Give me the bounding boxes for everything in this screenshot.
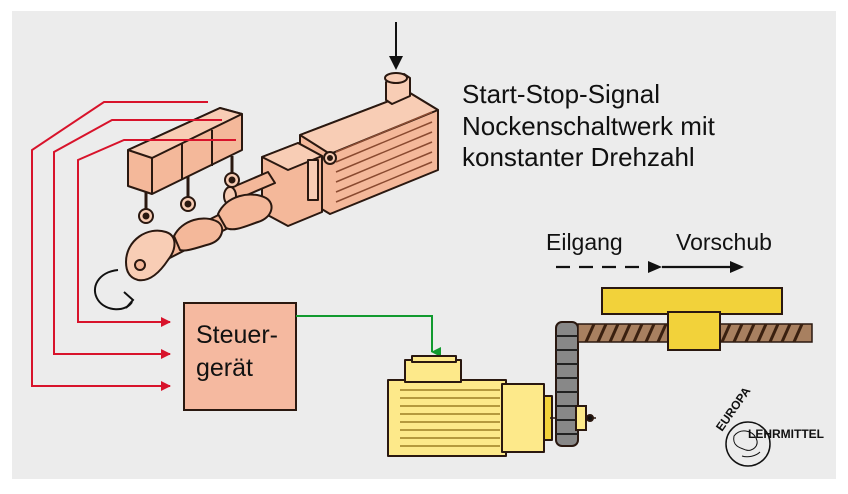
rotation-arrow-icon bbox=[93, 269, 135, 311]
steuergeraet-box bbox=[183, 302, 297, 411]
signal-title-line1: Start-Stop-Signal bbox=[462, 79, 660, 109]
signal-line-3 bbox=[77, 139, 236, 327]
machine-table bbox=[601, 287, 783, 351]
signal-title-line2: Nockenschaltwerk mit bbox=[462, 111, 716, 141]
cam-signal-lines bbox=[31, 101, 236, 391]
chain-drive bbox=[555, 321, 594, 447]
drive-motor bbox=[223, 72, 439, 227]
logo-side-text: LEHRMITTEL bbox=[748, 427, 824, 441]
start-stop-arrowhead bbox=[389, 56, 403, 70]
signal-line-2 bbox=[53, 119, 222, 359]
steuergeraet-label-1: Steuer- bbox=[196, 321, 278, 349]
feed-motor bbox=[387, 355, 600, 457]
control-signal-line bbox=[296, 315, 441, 357]
vorschub-arrowhead bbox=[730, 261, 744, 273]
eilgang-label: Eilgang bbox=[546, 229, 623, 255]
steuergeraet-label-2: gerät bbox=[196, 354, 253, 382]
vorschub-label: Vorschub bbox=[676, 229, 772, 255]
eilgang-arrowhead bbox=[648, 261, 662, 273]
cam-shaft bbox=[125, 193, 273, 282]
signal-title-line3: konstanter Drehzahl bbox=[462, 142, 695, 172]
signal-line-1 bbox=[31, 101, 208, 391]
